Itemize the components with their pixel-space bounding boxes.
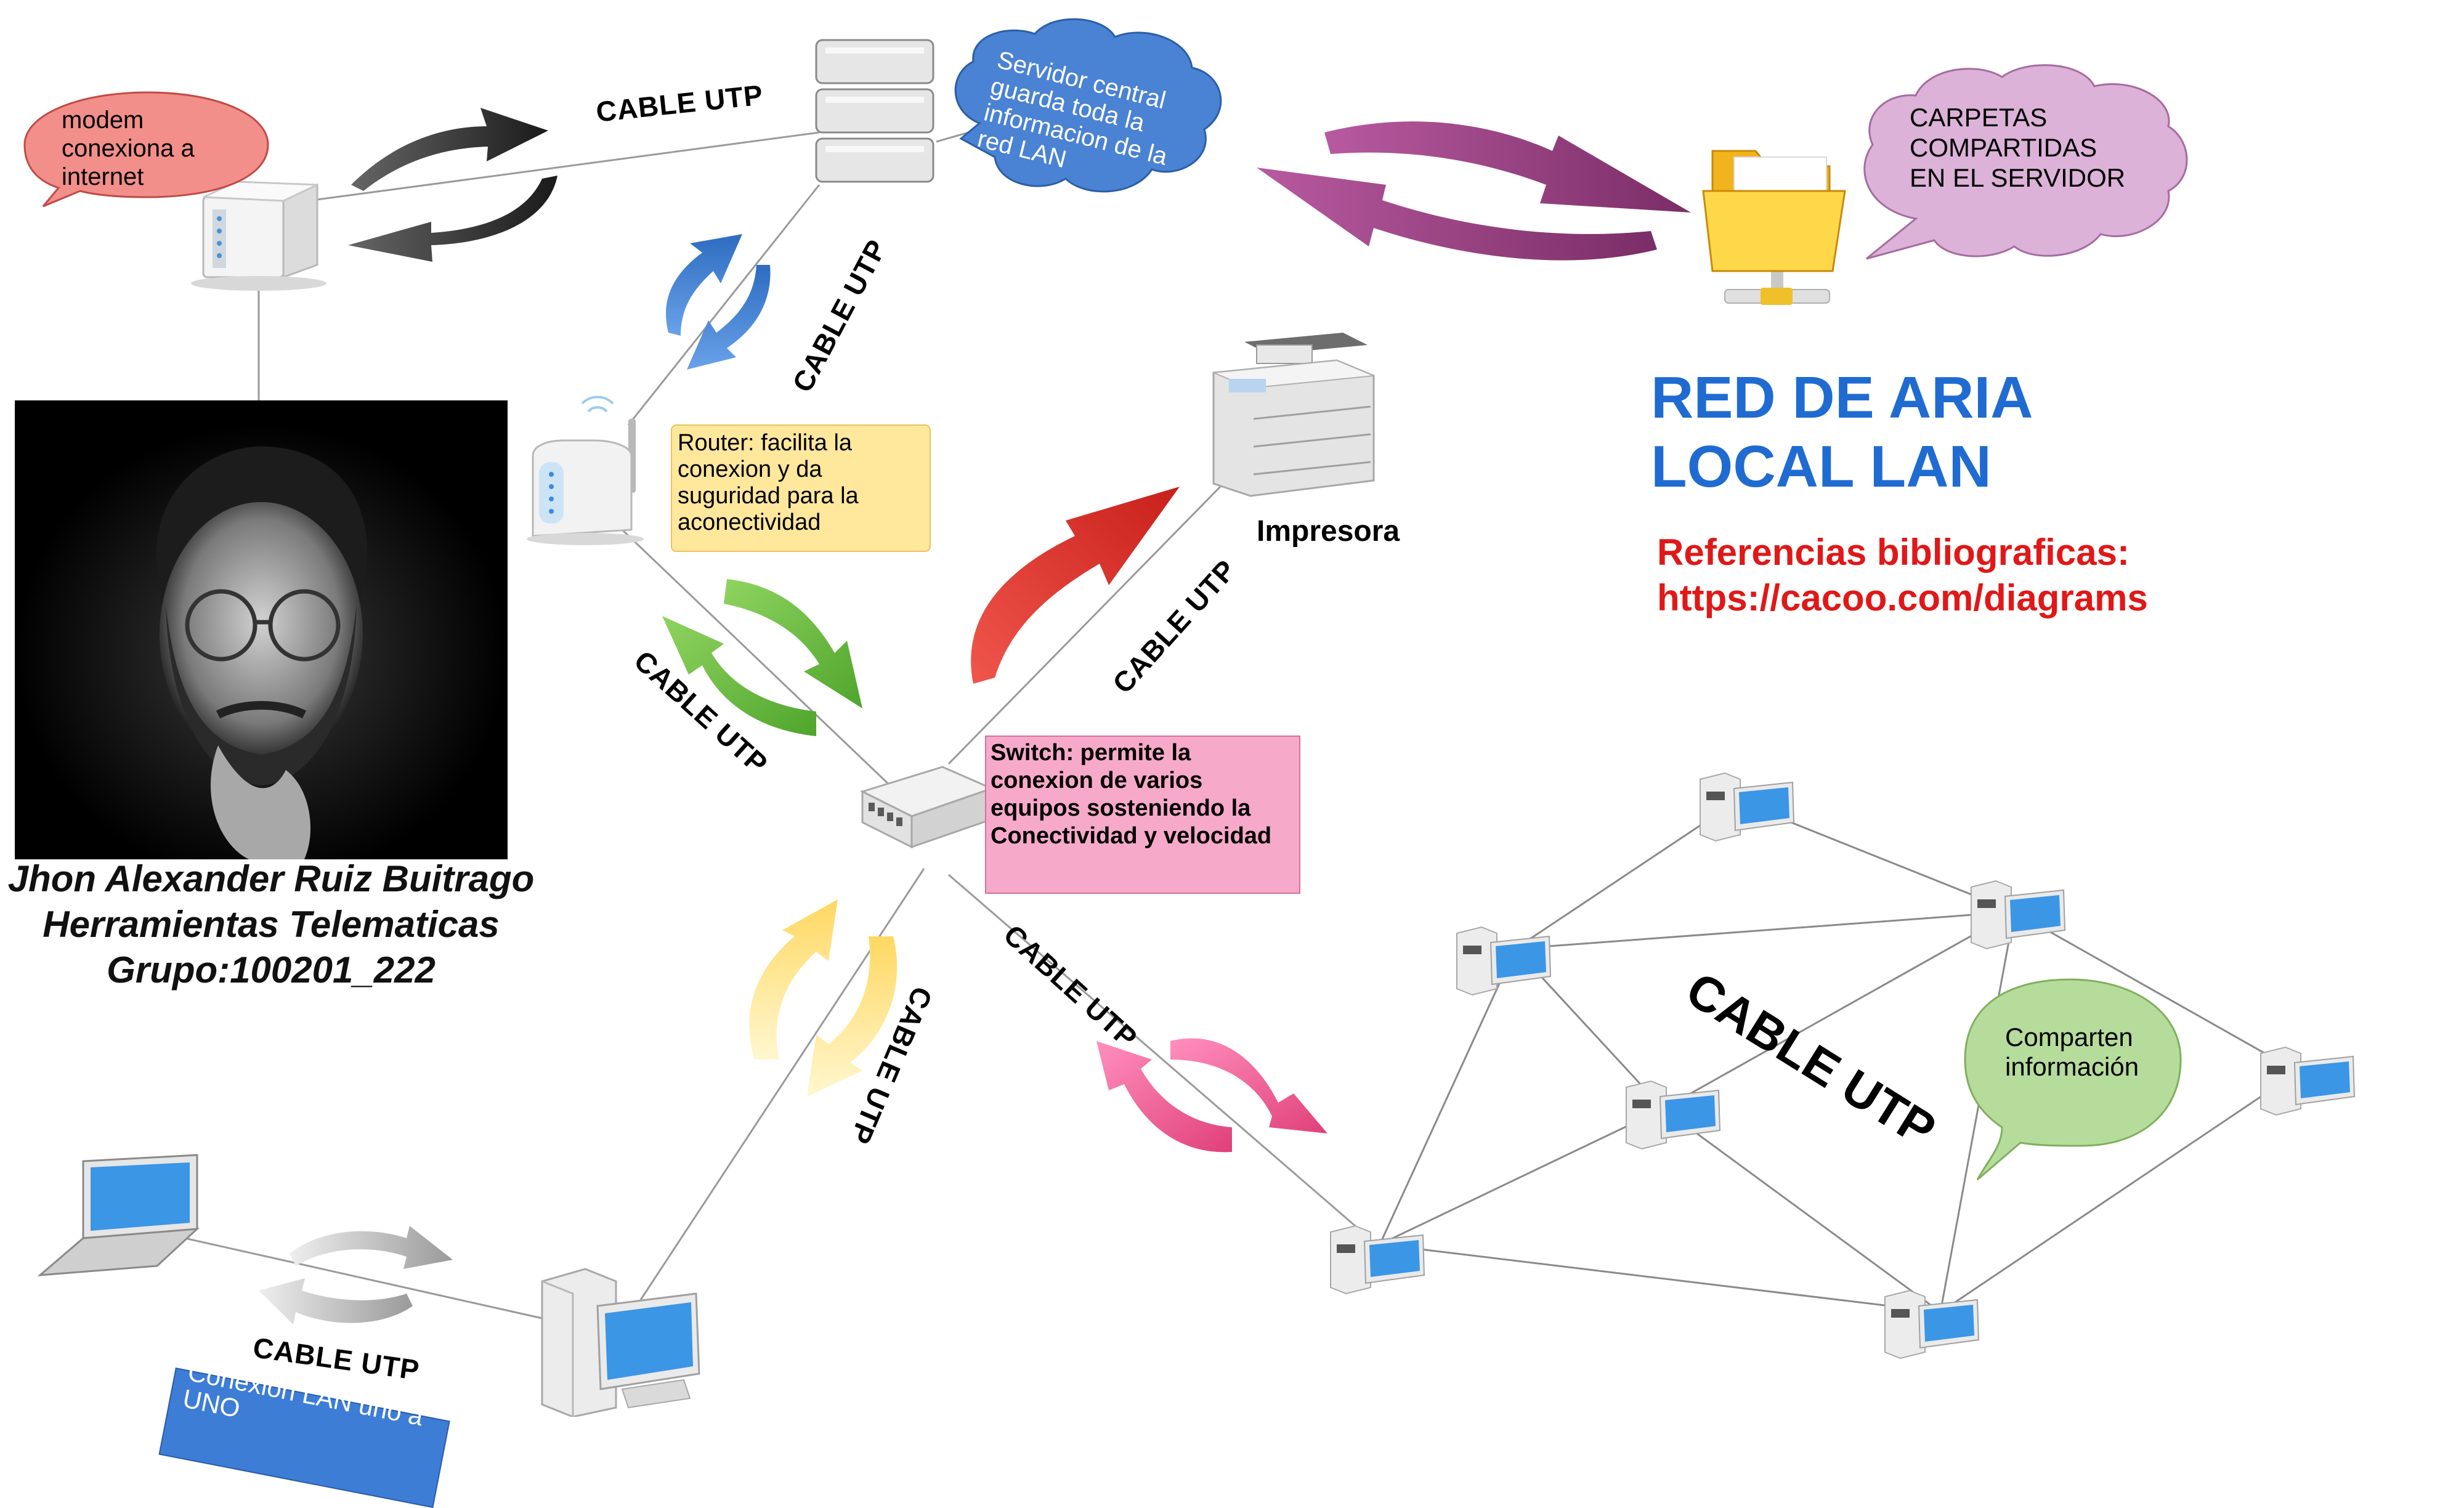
router-icon[interactable] bbox=[521, 388, 656, 561]
share-callout-text: Comparten información bbox=[2005, 1023, 2139, 1081]
switch-callout-text: Switch: permite la conexion de varios eq… bbox=[991, 740, 1272, 849]
link-modem-server bbox=[289, 131, 820, 205]
arrow-pair-modem-server bbox=[348, 108, 557, 262]
diagram-title: RED DE ARIA LOCAL LAN bbox=[1651, 363, 2033, 501]
modem-icon[interactable] bbox=[185, 160, 333, 296]
author-group: Grupo:100201_222 bbox=[107, 949, 436, 991]
author-block: Jhon Alexander Ruiz Buitrago Herramienta… bbox=[6, 856, 536, 993]
network-pc-icon[interactable] bbox=[1451, 918, 1562, 998]
link-switch-network bbox=[948, 874, 1356, 1227]
server-icon[interactable] bbox=[807, 34, 942, 194]
author-portrait-icon bbox=[15, 400, 508, 859]
arrow-pair-switch-pc bbox=[749, 899, 898, 1097]
router-callout-text: Router: facilita la conexion y da suguri… bbox=[678, 430, 859, 535]
author-course: Herramientas Telematicas bbox=[43, 904, 500, 945]
references-heading: Referencias bibliograficas: bbox=[1657, 532, 2130, 573]
link-server-router bbox=[627, 184, 821, 426]
arrow-pair-server-folders bbox=[1257, 121, 1691, 261]
printer-label: Impresora bbox=[1257, 515, 1400, 548]
laptop-icon[interactable] bbox=[34, 1149, 206, 1284]
printer-icon[interactable] bbox=[1195, 326, 1380, 505]
link-router-switch bbox=[621, 529, 894, 790]
modem-callout-text: modem conexiona a internet bbox=[62, 107, 195, 190]
arrow-pair-switch-network bbox=[1096, 1038, 1327, 1153]
folders-callout-shape bbox=[1863, 64, 2188, 260]
network-pc-icon[interactable] bbox=[1879, 1281, 1990, 1361]
network-pc-icon[interactable] bbox=[1694, 764, 1805, 844]
arrow-pair-router-switch bbox=[662, 579, 862, 736]
folders-callout-text: CARPETAS COMPARTIDAS EN EL SERVIDOR bbox=[1910, 103, 2126, 192]
author-name: Jhon Alexander Ruiz Buitrago bbox=[7, 858, 535, 899]
arrow-pair-server-router bbox=[666, 234, 771, 370]
references: Referencias bibliograficas: https://caco… bbox=[1657, 530, 2148, 621]
references-link[interactable]: https://cacoo.com/diagrams bbox=[1657, 577, 2148, 618]
network-pc-icon[interactable] bbox=[1965, 872, 2076, 952]
link-switch-printer bbox=[947, 455, 1252, 765]
author-photo bbox=[15, 400, 508, 859]
arrow-switch-printer bbox=[971, 487, 1180, 684]
router-callout-shape bbox=[671, 424, 931, 552]
network-pc-icon[interactable] bbox=[2255, 1038, 2365, 1118]
server-callout-shape bbox=[954, 18, 1222, 193]
title-line-2: LOCAL LAN bbox=[1651, 434, 1992, 500]
network-pc-icon[interactable] bbox=[1324, 1217, 1435, 1297]
title-line-1: RED DE ARIA bbox=[1651, 365, 2033, 431]
shared-folder-icon[interactable] bbox=[1688, 132, 1866, 311]
switch-callout-shape bbox=[985, 736, 1300, 894]
desktop-pc-icon[interactable] bbox=[530, 1257, 715, 1417]
share-callout-shape bbox=[1964, 978, 2182, 1181]
link-laptop-pc bbox=[184, 1237, 543, 1320]
modem-callout-shape bbox=[23, 91, 269, 208]
network-pc-icon[interactable] bbox=[1620, 1072, 1731, 1152]
arrow-pair-laptop-pc bbox=[259, 1226, 453, 1324]
